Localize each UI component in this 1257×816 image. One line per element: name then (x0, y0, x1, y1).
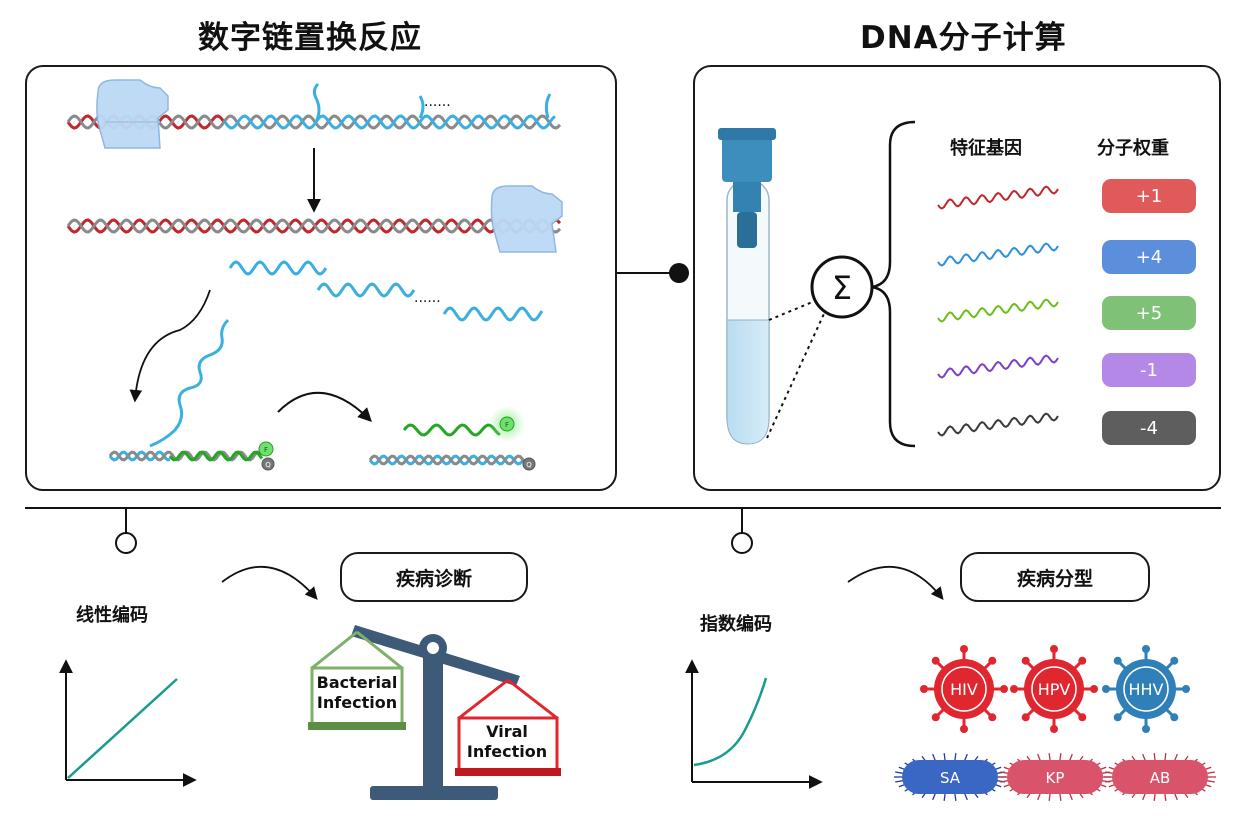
dotted-line (768, 297, 823, 321)
gene-strand (937, 412, 1059, 437)
ellipsis-mid: ...... (414, 290, 441, 306)
virus-label: HPV (1038, 680, 1071, 699)
weight-badge: +4 (1102, 240, 1196, 274)
viral-label-1: Viral (486, 722, 528, 741)
fluorophore-label: F (505, 421, 509, 429)
viral-label-2: Infection (467, 742, 547, 761)
weight-badge: +1 (1102, 179, 1196, 213)
weight-badge: -4 (1102, 411, 1196, 445)
bacterial-label-2: Infection (317, 693, 397, 712)
weight-badge: +5 (1102, 296, 1196, 330)
virus-hhv: HHV (1102, 645, 1190, 733)
released-strand (228, 260, 328, 276)
gene-strand (937, 185, 1059, 210)
arrow-curved (221, 566, 318, 600)
linear-encoding-label: 线性编码 (76, 605, 148, 626)
linear-plot (59, 659, 197, 787)
virus-group: HIV HPV HHV (920, 645, 1190, 733)
bacterium-label: SA (940, 769, 961, 787)
exponential-encoding-label: 指数编码 (700, 614, 772, 635)
gene-strand (937, 242, 1059, 267)
released-strand (442, 306, 544, 322)
disease-typing-pill: 疾病分型 (960, 552, 1150, 602)
bacterium-label: AB (1150, 769, 1171, 787)
exponential-plot (685, 659, 823, 789)
arrow-curved (847, 566, 944, 600)
virus-label: HIV (950, 680, 978, 699)
title-dsd: 数字链置换反应 (198, 20, 422, 56)
connector-dot (669, 263, 689, 283)
bacterium-sa: SA (894, 753, 1006, 801)
toehold-end (312, 82, 321, 123)
timeline-node (115, 532, 137, 554)
quencher-label: Q (526, 461, 532, 469)
sigma-symbol: Σ (832, 269, 852, 307)
test-tube (718, 128, 776, 445)
gray-strand (66, 218, 562, 234)
gene-strand (937, 298, 1059, 323)
reporter-complex-after: F Q (368, 406, 536, 471)
arrow-curved (277, 391, 372, 422)
toehold-end (418, 95, 425, 119)
arrow-curved (129, 289, 211, 403)
dotted-line (766, 304, 829, 439)
gene-strand (937, 354, 1059, 379)
fluorophore-label: F (264, 446, 268, 454)
quencher-label: Q (265, 461, 271, 469)
header-feature-gene: 特征基因 (950, 138, 1022, 159)
bacterium-label: KP (1046, 769, 1065, 787)
title-dna-computing: DNA分子计算 (860, 20, 1067, 56)
bacterium-kp: KP (999, 753, 1111, 801)
header-molecular-weight: 分子权重 (1097, 138, 1169, 159)
polymerase-enzyme (490, 185, 563, 253)
toehold-end (544, 93, 552, 119)
virus-label: HHV (1128, 680, 1163, 699)
bracket (871, 120, 916, 448)
balance-scale (308, 625, 561, 800)
bacterial-label-1: Bacterial (317, 673, 398, 692)
disease-diagnosis-pill: 疾病诊断 (340, 552, 528, 602)
red-strand (66, 218, 562, 234)
virus-hiv: HIV (920, 645, 1008, 733)
ellipsis-top: ...... (424, 94, 451, 110)
polymerase-enzyme (96, 79, 169, 149)
weight-badge: -1 (1102, 353, 1196, 387)
bacteria-group: SA KP AB (894, 753, 1216, 801)
virus-hpv: HPV (1010, 645, 1098, 733)
released-strand (316, 282, 416, 298)
reporter-complex-before: F Q (108, 318, 275, 471)
blue-strand (223, 114, 556, 130)
bacterium-ab: AB (1104, 753, 1216, 801)
timeline-node (731, 532, 753, 554)
